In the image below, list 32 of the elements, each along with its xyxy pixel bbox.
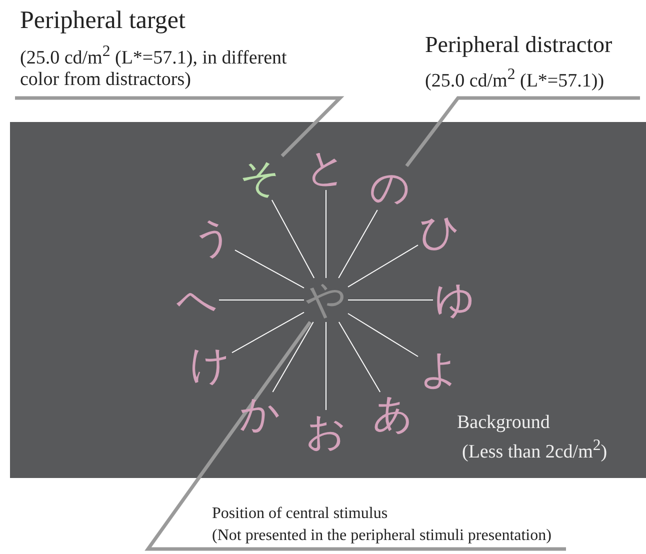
position-label: Position of central stimulus (212, 505, 388, 524)
peripheral-character: お (304, 410, 348, 454)
heading-label: Peripheral distractor (425, 32, 612, 58)
peripheral-character: ひ (418, 210, 462, 254)
spoke-line (272, 322, 314, 392)
peripheral-character: う (191, 216, 235, 260)
note-label: (Not presented in the peripheral stimuli presentation) (212, 527, 552, 546)
description-label: (25.0 cd/m$^{2}$ (L*=57.1), in different color from distractors) (20, 43, 288, 92)
heading-label: Peripheral target (20, 7, 186, 36)
spoke-line (338, 210, 378, 278)
peripheral-character: よ (418, 348, 462, 392)
peripheral-character: か (238, 392, 282, 436)
display-background (10, 122, 646, 478)
peripheral-character: あ (371, 392, 415, 436)
luminance-label: (Less than 2cd/m$^{2}$) (462, 437, 608, 464)
peripheral-character: ゆ (433, 278, 477, 322)
peripheral-character: け (188, 343, 232, 387)
spoke-line (348, 244, 418, 288)
leader-line (405, 96, 640, 168)
spoke-line (232, 312, 304, 354)
spoke-line (338, 322, 381, 392)
target-character: そ (238, 156, 282, 200)
peripheral-character: の (368, 166, 412, 210)
peripheral-character: へ (175, 278, 219, 322)
peripheral-character: と (304, 146, 348, 190)
spoke-line (348, 313, 418, 357)
leader-line (15, 96, 344, 158)
background-label: Background (457, 412, 550, 434)
spoke-line (271, 200, 315, 278)
leader-line (144, 320, 566, 551)
spoke-line (234, 250, 304, 288)
description-label: (25.0 cd/m$^{2}$ (L*=57.1)) (425, 66, 604, 92)
